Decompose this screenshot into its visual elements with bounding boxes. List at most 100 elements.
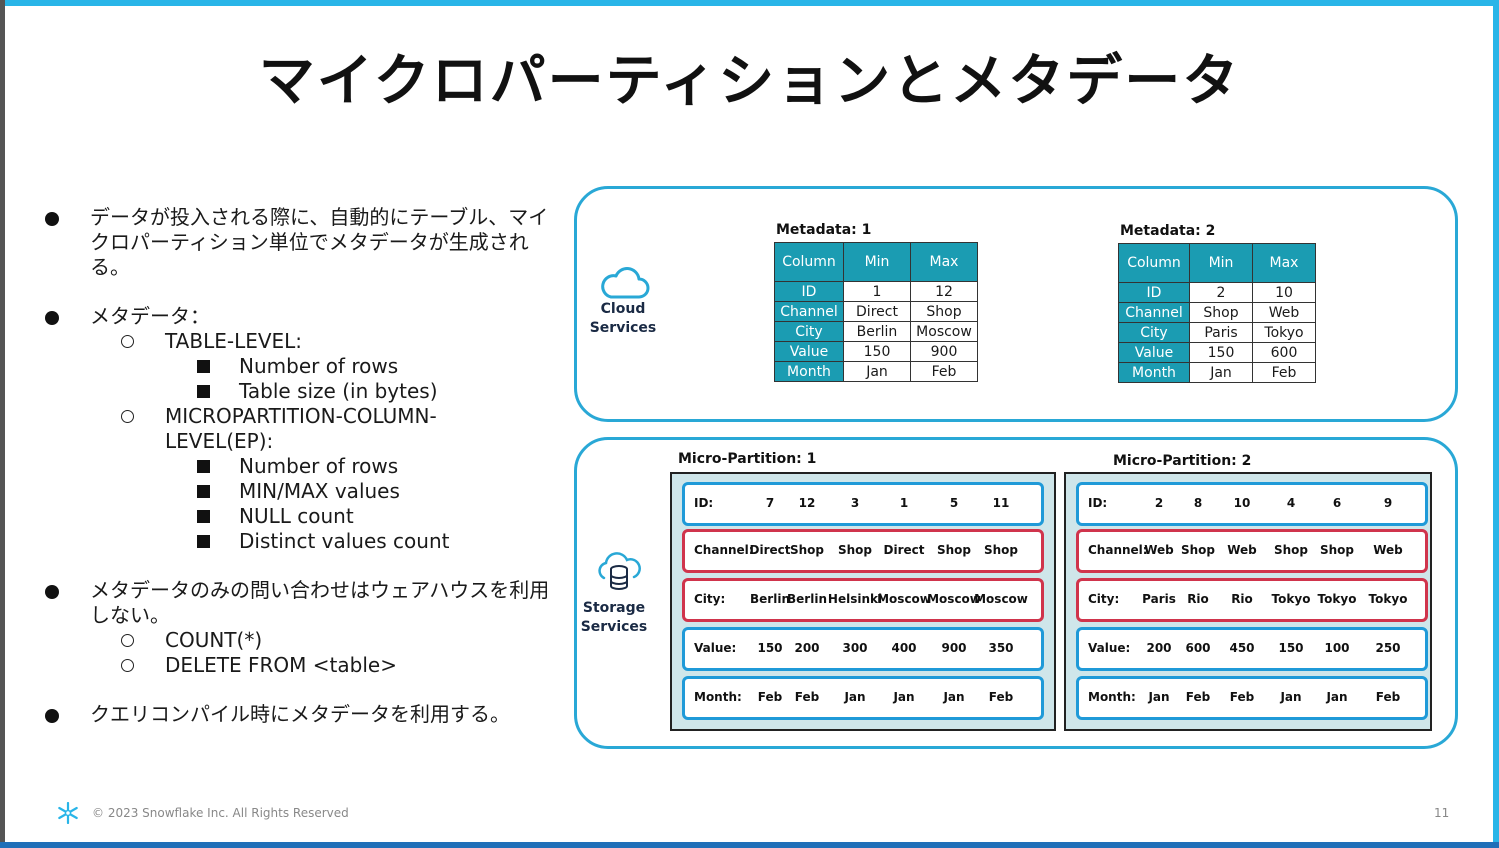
partition-value: 4 [1286,496,1296,510]
copyright-text: © 2023 Snowflake Inc. All Rights Reserve… [92,806,349,820]
bullet-item: データが投入される際に、自動的にテーブル、マイクロパーティション単位でメタデータ… [42,205,562,280]
partition-value: Web [1144,543,1174,557]
bullet-item: メタデータのみの問い合わせはウェアハウスを利用しない。 [42,578,562,628]
partition-value: 350 [988,641,1014,655]
partition-row-label: City: [1088,592,1120,606]
partition-row-label: Channel: [694,543,754,557]
partition-value: 100 [1324,641,1350,655]
bullet-list: データが投入される際に、自動的にテーブル、マイクロパーティション単位でメタデータ… [42,205,562,727]
left-edge-bar [0,0,5,848]
partition-value: Web [1227,543,1257,557]
partition-value: 450 [1229,641,1255,655]
partition-value: Jan [844,690,866,704]
partition-value: Direct [749,543,791,557]
partition-value: Shop [983,543,1019,557]
partition-value: Shop [837,543,873,557]
partition-value: Paris [1142,592,1176,606]
max-header: Max [1252,243,1316,283]
partition-row: Month: Feb Feb Jan Jan Jan Feb [682,676,1044,720]
bullet-item: メタデータ： [42,304,562,329]
sub-bullet-item: COUNT(*) [42,628,562,653]
partition-value: Tokyo [1368,592,1408,606]
partition-value: Direct [883,543,925,557]
partition-value: 250 [1375,641,1401,655]
cloud-icon [601,267,650,299]
partition-value: Feb [757,690,783,704]
partition-value: Web [1373,543,1403,557]
partition-value: 7 [765,496,775,510]
partition-value: Moscow [927,592,981,606]
metadata-title: Metadata: 2 [1120,223,1216,239]
partition-title: Micro-Partition: 1 [678,451,817,467]
partition-value: Shop [789,543,825,557]
partition-value: Moscow [974,592,1028,606]
column-header: Column [1118,243,1190,283]
partition-value: Helsinki [827,592,883,606]
sub-sub-bullet-item: Distinct values count [42,529,562,554]
partition-value: 900 [941,641,967,655]
top-accent-bar [0,0,1499,6]
partition-value: 11 [992,496,1010,510]
partition-value: Jan [943,690,965,704]
partition-value: Feb [794,690,820,704]
partition-value: 10 [1233,496,1251,510]
page-number: 11 [1434,806,1450,820]
bullet-item: クエリコンパイル時にメタデータを利用する。 [42,702,562,727]
storage-services-panel: Storage Services Micro-Partition: 1 ID:7… [574,437,1458,749]
partition-value: Rio [1231,592,1253,606]
sub-sub-bullet-item: Number of rows [42,354,562,379]
partition-value: Feb [1185,690,1211,704]
partition-value: 2 [1154,496,1164,510]
partition-row-label: ID: [1088,496,1108,510]
partition-row-label: City: [694,592,726,606]
partition-value: Jan [893,690,915,704]
slide-title: マイクロパーティションとメタデータ [258,49,1241,114]
min-header: Min [1189,243,1253,283]
partition-value: Tokyo [1271,592,1311,606]
sub-sub-bullet-item: Table size (in bytes) [42,379,562,404]
sub-sub-bullet-item: Number of rows [42,454,562,479]
partition-value: Shop [1319,543,1355,557]
bottom-accent-bar [0,842,1499,848]
partition-value: 3 [850,496,860,510]
right-accent-bar [1493,0,1499,848]
partition-value: 150 [1278,641,1304,655]
partition-value: 200 [1146,641,1172,655]
partition-value: Jan [1326,690,1348,704]
partition-value: 9 [1383,496,1393,510]
partition-value: Moscow [877,592,931,606]
cloud-services-panel: Cloud Services Metadata: 1 Column Min Ma… [574,186,1458,422]
partition-value: Feb [988,690,1014,704]
sub-bullet-item: TABLE-LEVEL: [42,329,562,354]
partition-value: 12 [798,496,816,510]
partition-value: Jan [1148,690,1170,704]
partition-row-label: Month: [694,690,742,704]
partition-value: 200 [794,641,820,655]
snowflake-logo-icon [58,802,78,824]
sub-bullet-item: DELETE FROM <table> [42,653,562,678]
partition-value: 600 [1185,641,1211,655]
sub-bullet-item: MICROPARTITION-COLUMN-LEVEL(EP): [42,404,465,454]
partition-value: 1 [899,496,909,510]
partition-value: 6 [1332,496,1342,510]
sub-sub-bullet-item: MIN/MAX values [42,479,562,504]
min-header: Min [843,242,911,282]
metadata-title: Metadata: 1 [776,222,872,238]
partition-row-label: Value: [694,641,737,655]
cloud-services-label: Cloud Services [589,301,657,336]
partition-value: Berlin [787,592,827,606]
partition-value: 5 [949,496,959,510]
partition-value: 150 [757,641,783,655]
